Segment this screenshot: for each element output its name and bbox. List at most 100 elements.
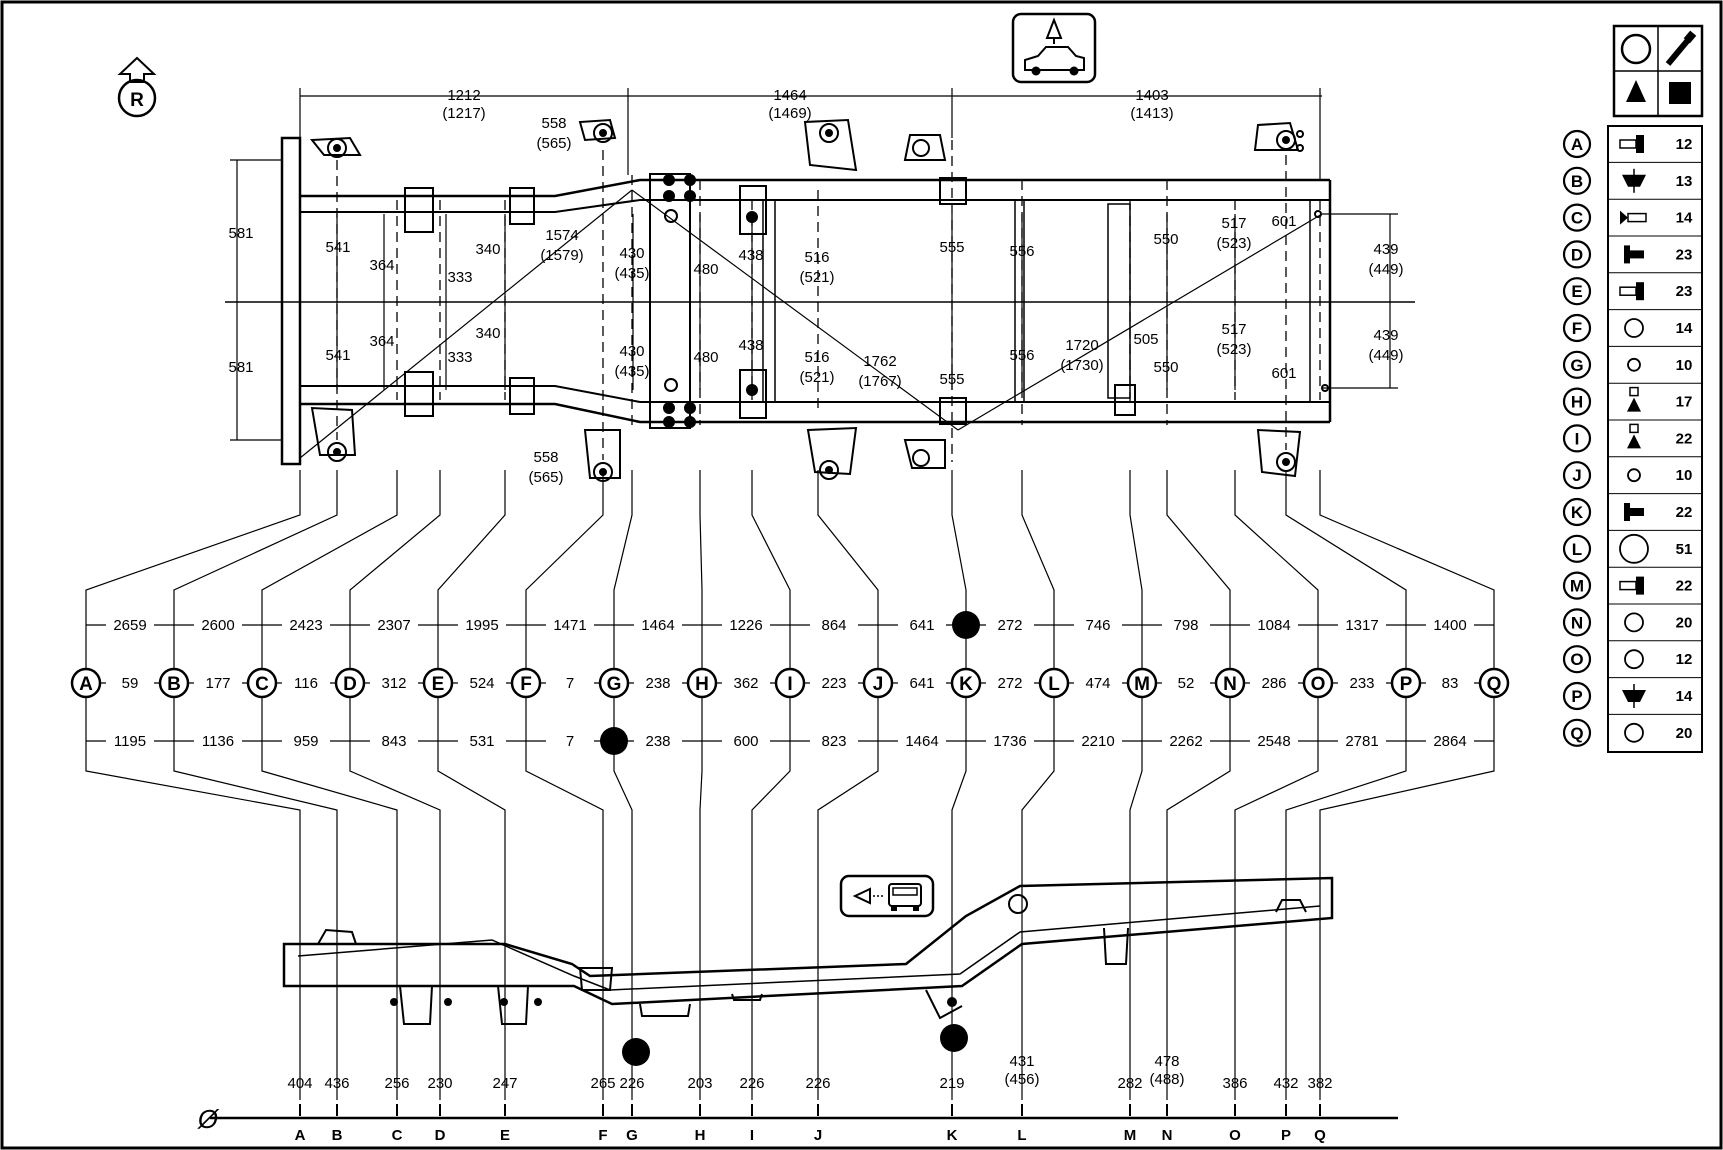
dim-364-upper: 364	[369, 257, 394, 274]
dim-333-upper: 333	[447, 269, 472, 286]
bottom-point-letter: K	[947, 1127, 958, 1144]
legend-value: 10	[1676, 357, 1693, 374]
dimension-label: 272	[997, 675, 1022, 692]
legend-letter: D	[1571, 245, 1583, 264]
dim-581-upper: 581	[228, 225, 253, 242]
dimension-label: 2864	[1433, 733, 1466, 750]
reference-point-j: J	[862, 667, 894, 699]
dim-1579: (1579)	[540, 247, 583, 264]
legend-letter-circle	[1562, 645, 1592, 674]
reference-marker-icon: R	[117, 56, 157, 118]
dimension-label: 177	[205, 675, 230, 692]
legend-value: 13	[1676, 173, 1693, 190]
bottom-point-letter: L	[1017, 1127, 1026, 1144]
dim-517-lower: 517	[1221, 321, 1246, 338]
connector-line	[1285, 470, 1407, 1100]
dim-601-upper: 601	[1271, 213, 1296, 230]
dimension-label-bg	[986, 615, 1034, 635]
dim-558-lower: 558	[533, 449, 558, 466]
dimension-label: 2423	[289, 617, 322, 634]
dim-556-lower: 556	[1009, 347, 1034, 364]
dimension-label-bg	[1250, 615, 1298, 635]
bottom-point-letter: J	[814, 1127, 822, 1144]
height-label: 226	[739, 1075, 764, 1092]
connector-line	[1021, 470, 1055, 1100]
reference-point-circle	[1390, 667, 1422, 699]
legend-letter: I	[1575, 429, 1580, 448]
dim-top-3: 1403	[1135, 87, 1168, 104]
reference-point-o: O	[1302, 667, 1334, 699]
dim-516-upper: 516	[804, 249, 829, 266]
reference-point-c: C	[246, 667, 278, 699]
dimension-label: 238	[645, 733, 670, 750]
dim-556-upper: 556	[1009, 243, 1034, 260]
reference-point-f: F	[510, 667, 542, 699]
legend-letter: F	[1572, 319, 1582, 338]
reference-point-letter: H	[695, 674, 709, 695]
bottom-point-letter: H	[695, 1127, 706, 1144]
dimension-label: 223	[821, 675, 846, 692]
height-label: 404	[287, 1075, 312, 1092]
height-label: 478	[1154, 1053, 1179, 1070]
dimension-label: 272	[997, 617, 1022, 634]
dim-449-upper: (449)	[1368, 261, 1403, 278]
dimension-label-bg	[458, 615, 506, 635]
legend-value: 22	[1676, 504, 1693, 521]
dimension-label-bg	[106, 615, 154, 635]
dim-1574: 1574	[545, 227, 578, 244]
legend-letter-circle	[1562, 350, 1592, 379]
dim-558-upper: 558	[541, 115, 566, 132]
dimension-label: 2781	[1345, 733, 1378, 750]
legend-row-m: M 22	[1562, 566, 1702, 600]
legend-value: 23	[1676, 246, 1693, 263]
height-label: 226	[619, 1075, 644, 1092]
hole-icon	[1624, 722, 1644, 743]
dimension-label: 1471	[553, 617, 586, 634]
legend-letter: C	[1571, 209, 1583, 228]
bottom-point-letter: I	[750, 1127, 754, 1144]
top-view-car-icon	[1011, 12, 1097, 84]
legend-letter: G	[1570, 356, 1583, 375]
dim-550-upper: 550	[1153, 231, 1178, 248]
dim-505: 505	[1133, 331, 1158, 348]
dimension-label: 59	[122, 675, 139, 692]
small-hole-icon	[1627, 468, 1641, 483]
legend-letter-circle	[1562, 534, 1592, 563]
legend-letter: M	[1570, 577, 1584, 596]
dimension-label-bg	[370, 731, 418, 751]
hole-icon	[1624, 318, 1644, 338]
connector-line	[1166, 470, 1231, 1100]
legend-letter: O	[1570, 650, 1583, 669]
reference-point-circle	[1038, 667, 1070, 699]
dimension-label-bg	[194, 615, 242, 635]
legend-value: 51	[1676, 541, 1693, 558]
dimension-label-bg	[546, 731, 594, 751]
dimension-label: 843	[381, 733, 406, 750]
bottom-point-letter: M	[1124, 1127, 1137, 1144]
dimension-label-bg	[634, 731, 682, 751]
connector-line	[613, 470, 633, 1100]
legend-letter: J	[1572, 466, 1581, 485]
height-sub-label: (488)	[1149, 1071, 1184, 1088]
dimension-label: 2262	[1169, 733, 1202, 750]
dimension-label: 362	[733, 675, 758, 692]
reference-point-circle	[950, 667, 982, 699]
connector-line	[751, 470, 791, 1100]
reference-point-letter: Q	[1487, 674, 1502, 695]
side-view-car-icon	[839, 874, 935, 918]
dimension-label: 116	[294, 675, 318, 692]
dim-523-upper: (523)	[1216, 235, 1251, 252]
dimension-label: 1464	[641, 617, 674, 634]
reference-point-q: Q	[1478, 667, 1510, 699]
reference-point-letter: I	[787, 674, 792, 695]
dim-top-2-sub: (1469)	[768, 105, 811, 122]
legend-value: 22	[1676, 578, 1693, 595]
dim-1767: (1767)	[858, 373, 901, 390]
reference-point-letter: N	[1223, 674, 1237, 695]
reference-point-letter: D	[343, 674, 357, 695]
